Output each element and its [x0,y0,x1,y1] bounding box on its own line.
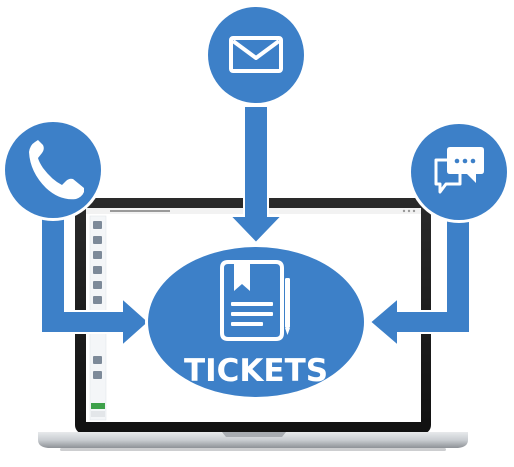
laptop-base-notch [222,432,286,437]
arrow-phone-to-tickets [40,204,151,349]
window-control-dot [402,209,406,213]
ticket-document-icon [220,260,290,341]
laptop-base [38,432,468,448]
laptop-base-shadow [60,448,446,451]
window-control-dot [407,209,411,213]
app-sidebar-green-button [91,403,105,409]
app-sidebar-bottom-button [91,411,105,417]
arrow-email-to-tickets [227,105,285,245]
window-control-dot [412,209,416,213]
arrows [40,105,471,349]
chat-channel [408,121,510,223]
phone-channel [2,119,104,221]
email-channel [205,4,307,106]
app-title-text [110,210,170,212]
tickets-hub: TICKETS [145,244,367,400]
arrow-chat-to-tickets [368,204,471,349]
phone-icon [29,140,84,200]
chat-bubbles-icon [434,147,484,194]
app-sidebar-icons [93,221,102,379]
tickets-label: TICKETS [184,353,328,389]
envelope-icon [229,36,283,73]
